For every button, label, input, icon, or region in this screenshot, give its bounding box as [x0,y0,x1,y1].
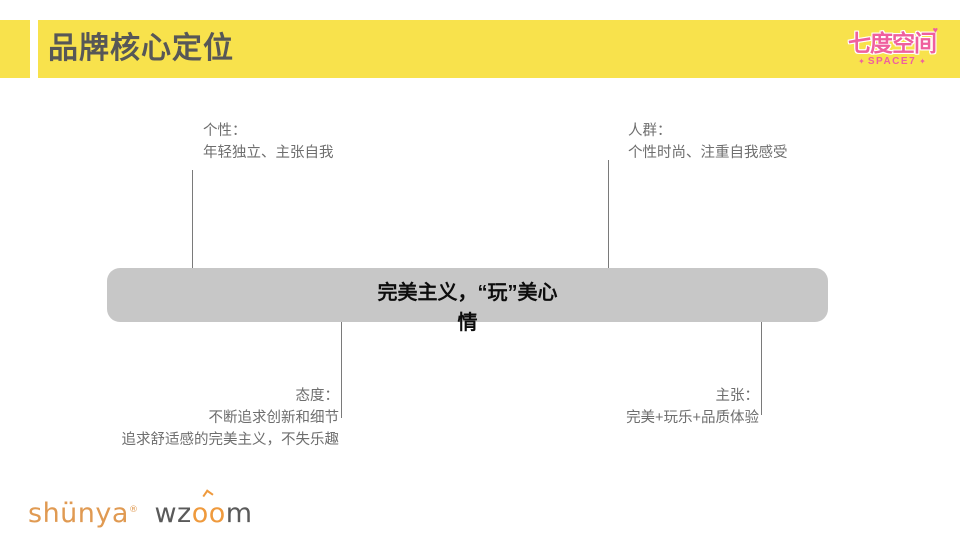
page-title: 品牌核心定位 [48,32,234,65]
registered-trademark-icon: ® [128,504,139,515]
header-band [38,20,960,78]
callout-claim-label: 主张： [715,388,760,404]
connector-line-audience [608,160,609,273]
callout-audience-label: 人群： [628,123,672,139]
star-right-icon: ✦ [919,56,926,66]
core-positioning-line1: 完美主义，“玩”美心 [377,282,558,304]
callout-attitude-label: 态度： [295,388,340,404]
brand-logo-english-row: ✦ SPACE7 ✦ [858,55,926,67]
brand-logo-english: SPACE7 [867,55,917,67]
core-positioning-text: 完美主义，“玩”美心 情 [107,278,828,338]
shunya-logo-text: shünya [28,497,129,529]
connector-line-claim [761,295,762,415]
core-positioning-bar [107,268,828,322]
callout-audience: 人群： 个性时尚、注重自我感受 [628,120,788,164]
star-left-icon: ✦ [858,56,865,66]
heart-icon: ♥ [932,25,938,35]
callout-claim: 主张： 完美+玩乐+品质体验 [420,385,761,429]
connector-line-attitude [341,300,342,418]
wzoom-logo-prefix: wz [154,497,192,529]
connector-line-personality [192,170,193,296]
brand-logo-chinese: 七度空间 [848,29,937,56]
callout-attitude-value-2: 追求舒适感的完美主义，不失乐趣 [121,432,340,448]
header-accent-tab [0,20,30,78]
callout-attitude-value-1: 不断追求创新和细节 [208,410,340,426]
callout-personality: 个性： 年轻独立、主张自我 [203,120,334,164]
callout-personality-value: 年轻独立、主张自我 [203,145,334,161]
wzoom-logo-oo: oo [191,497,226,529]
callout-claim-value: 完美+玩乐+品质体验 [626,410,759,426]
shunya-logo: shünya® [28,500,138,527]
callout-personality-label: 个性： [203,123,247,139]
callout-attitude: 态度： 不断追求创新和细节 追求舒适感的完美主义，不失乐趣 [0,385,341,451]
callout-audience-value: 个性时尚、注重自我感受 [628,145,788,161]
wzoom-logo-suffix: m [225,497,253,529]
core-positioning-line2: 情 [457,312,478,334]
brand-logo: ♥ 七度空间 ✦ SPACE7 ✦ [836,22,948,76]
